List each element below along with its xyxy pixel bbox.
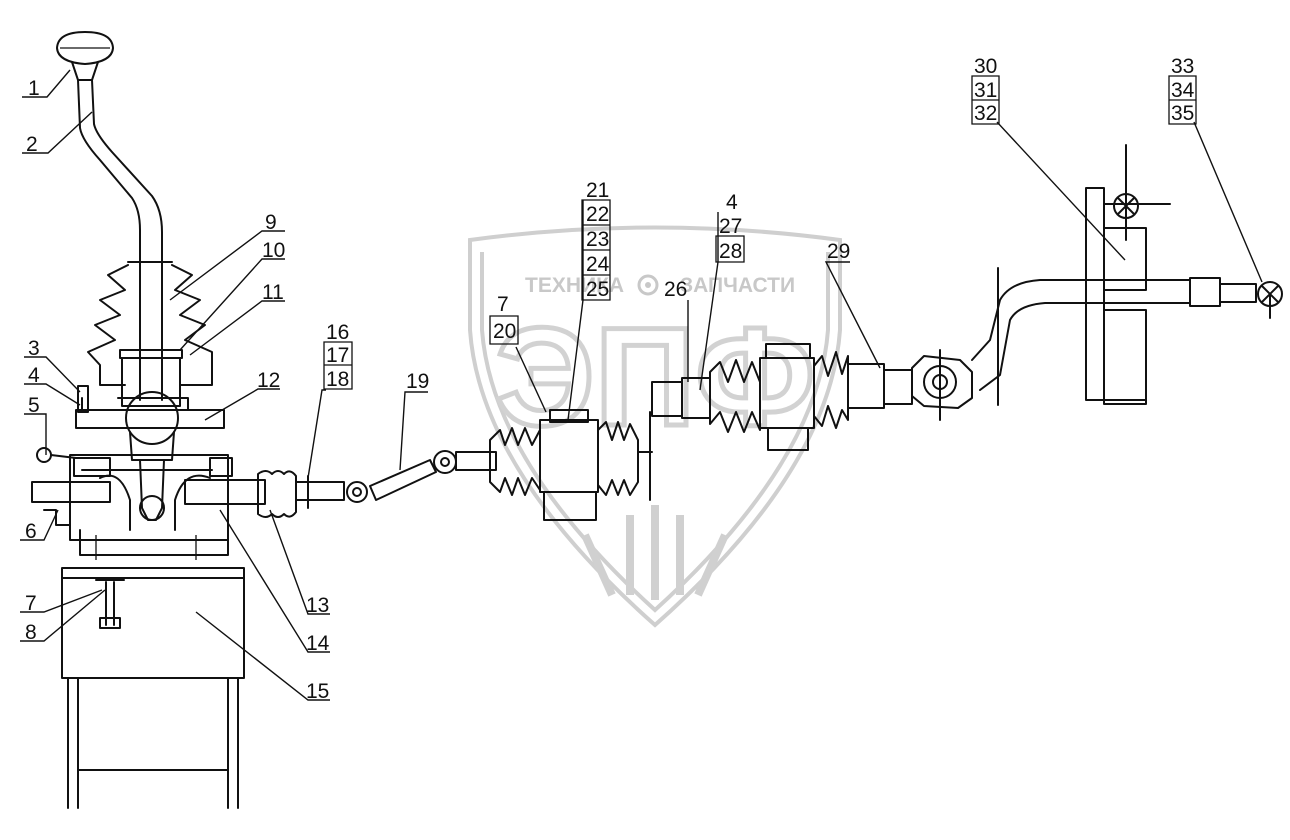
callout-4: 4: [28, 364, 40, 387]
watermark-brand-left: ТЕХНИКА: [525, 274, 624, 297]
callout-11: 11: [262, 281, 284, 304]
callout-28: 28: [719, 240, 742, 263]
right-end-fitting: [1189, 277, 1283, 319]
watermark-brand-right: ЗАПЧАСТИ: [680, 274, 795, 297]
callout-15: 15: [306, 680, 329, 703]
callout-21: 21: [586, 179, 609, 202]
intermediate-shaft: [369, 450, 497, 501]
callout-32: 32: [974, 102, 997, 125]
mounting-stand: [61, 567, 245, 809]
shift-housing: [75, 357, 225, 521]
shift-knob: [56, 31, 114, 81]
watermark: ТЕХНИКА ЗАПЧАСТИ ЭПФ: [468, 225, 842, 628]
right-bellows-unit: [651, 343, 913, 451]
callout-34: 34: [1171, 79, 1195, 102]
callout-boxes: [323, 75, 1197, 390]
callout-22: 22: [586, 203, 609, 226]
callout-6: 6: [25, 520, 37, 543]
gear-icon: [637, 274, 659, 296]
watermark-logo-letters: ЭПФ: [495, 298, 815, 455]
callout-24: 24: [586, 253, 610, 276]
callout-14: 14: [306, 632, 330, 655]
callout-7-center: 7: [497, 293, 509, 316]
callout-17: 17: [326, 344, 349, 367]
callout-20: 20: [493, 320, 516, 343]
wheat-ears-icon: [581, 505, 729, 600]
lever-boot-bellows: [87, 261, 213, 386]
callout-labels: 1 2 3 4 5 6 7 8 9 10 11 12 13 14 15 16 1…: [25, 55, 1195, 703]
callout-16: 16: [326, 321, 349, 344]
shift-lever: [77, 79, 163, 401]
gearbox-body: [31, 447, 233, 560]
callout-31: 31: [974, 79, 997, 102]
callout-29: 29: [827, 240, 850, 263]
callout-25: 25: [586, 278, 609, 301]
callout-4-right: 4: [726, 191, 738, 214]
right-mount-bracket: [1085, 144, 1171, 405]
callout-26: 26: [664, 278, 687, 301]
callout-7: 7: [25, 592, 37, 615]
callout-3: 3: [28, 337, 40, 360]
callout-2: 2: [26, 133, 38, 156]
callout-30: 30: [974, 55, 997, 78]
right-universal-joint: [911, 349, 973, 421]
center-bellows-unit: [489, 409, 653, 521]
callout-9: 9: [265, 211, 277, 234]
callout-13: 13: [306, 594, 329, 617]
bent-shaft: [971, 267, 1191, 406]
callout-35: 35: [1171, 102, 1194, 125]
callout-18: 18: [326, 368, 349, 391]
watermark-shield-inner: [480, 252, 830, 613]
callout-10: 10: [262, 239, 285, 262]
callout-12: 12: [257, 369, 280, 392]
shift-rod: [184, 470, 368, 518]
callout-8: 8: [25, 621, 37, 644]
callout-19: 19: [406, 370, 429, 393]
callout-1: 1: [28, 77, 40, 100]
callout-23: 23: [586, 228, 609, 251]
callout-27: 27: [719, 215, 742, 238]
watermark-shield: [468, 225, 842, 628]
callout-33: 33: [1171, 55, 1194, 78]
callout-5: 5: [28, 394, 40, 417]
